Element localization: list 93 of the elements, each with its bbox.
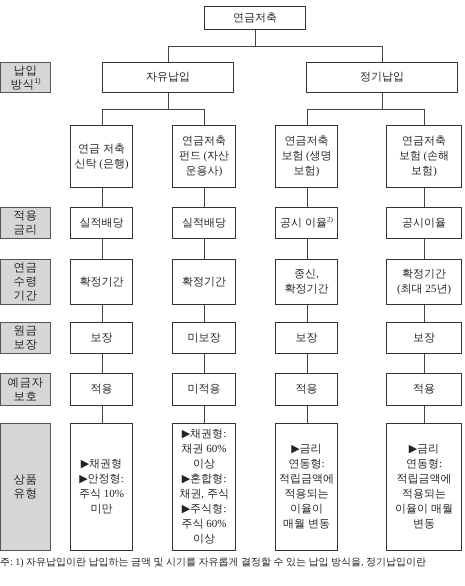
box-text: 미적용 (188, 382, 220, 397)
tree-box (172, 423, 236, 551)
tree-box (306, 62, 458, 93)
connector-line (255, 30, 383, 62)
connector-line (424, 188, 425, 208)
category-label: 납입 방식$^{1)}$ (9, 64, 42, 92)
tree-box (275, 259, 338, 305)
category-label: 연금 수령 기간 (12, 261, 38, 303)
connector-line (307, 238, 308, 260)
tree-box (70, 207, 133, 239)
box-text: 미보장 (188, 330, 220, 346)
box-text: 연금저축 (233, 10, 277, 26)
box-text: ▶금리 연동형: 적립금액에 적용되는 이율이 매월 변동 (394, 442, 454, 532)
box-text: ▶금리 연동형: 적립금액에 적용되는 이율이 매월 변동 (279, 442, 334, 532)
tree-box (275, 207, 338, 239)
box-text: 적용 (90, 382, 112, 397)
box-text: 공시 이율$^{2)}$ (280, 216, 333, 230)
box-text: 실적배당 (182, 216, 226, 230)
box-text: 연금저축 펀드 (자산 운용사) (178, 134, 230, 179)
box-text: 보장 (90, 330, 112, 346)
box-text: ▶혼합형: 채권, 주식 (178, 472, 230, 502)
box-text: 적용 (296, 382, 318, 397)
connector-line (204, 354, 205, 374)
connector-line (424, 238, 425, 260)
box-text: 실적배당 (80, 216, 124, 230)
box-text: 연금저축 보험 (생명 보험) (280, 134, 333, 179)
tree-box (386, 207, 462, 239)
category-header-box (0, 373, 51, 406)
tree-box (275, 322, 338, 354)
tree-box (275, 373, 338, 406)
tree-box (70, 259, 133, 305)
box-text: ▶채권형: 채권 60% 이상 (180, 427, 228, 472)
box-text: 공시이율 (402, 216, 446, 230)
category-label: 상품 유형 (12, 473, 38, 501)
tree-box (386, 423, 462, 551)
connector-line (424, 406, 425, 424)
connector-line (424, 304, 425, 322)
box-text: 적용 (413, 382, 435, 397)
category-header-box (0, 423, 51, 551)
box-text: 자유납입 (146, 70, 190, 85)
tree-box (70, 322, 133, 354)
connector-line (204, 304, 205, 322)
tree-box (386, 322, 462, 354)
connector-line (102, 304, 103, 322)
connector-line (102, 354, 103, 374)
tree-box (386, 373, 462, 406)
tree-box (386, 125, 462, 188)
connector-line (168, 92, 205, 126)
connector-line (307, 406, 308, 424)
connector-line (204, 238, 205, 260)
box-text: ▶주식형: 주식 60% 이상 (180, 502, 228, 547)
tree-box (275, 423, 338, 551)
connector-line (204, 406, 205, 424)
tree-box (70, 373, 133, 406)
connector-line (307, 354, 308, 374)
tree-box (172, 322, 236, 354)
tree-box (204, 6, 306, 30)
box-text: 확정기간 (80, 274, 124, 290)
category-header-box (0, 259, 51, 305)
box-text: 확정기간 (182, 274, 226, 290)
tree-box (172, 125, 236, 188)
box-text: 정기납입 (360, 70, 404, 85)
connector-line (382, 92, 425, 126)
tree-box (70, 423, 133, 551)
box-text: 확정기간 (최대 25년) (396, 267, 452, 297)
connector-line (204, 188, 205, 208)
tree-box (386, 259, 462, 305)
connector-line (307, 188, 308, 208)
connector-line (424, 354, 425, 374)
category-label: 원금 보장 (12, 324, 38, 352)
tree-box (172, 207, 236, 239)
connector-line (102, 188, 103, 208)
connector-line (307, 304, 308, 322)
tree-box (70, 125, 133, 188)
box-text: 종신, 확정기간 (284, 267, 330, 297)
box-text: ▶채권형 (80, 457, 122, 472)
connector-line (102, 406, 103, 424)
box-text: 연금저축 보험 (손해 보험) (398, 134, 450, 179)
connector-line (102, 238, 103, 260)
category-header-box (0, 207, 51, 239)
box-text: 보장 (296, 330, 318, 346)
tree-box (102, 62, 234, 93)
category-label: 예금자 보호 (8, 376, 44, 404)
category-header-box (0, 322, 51, 354)
box-text: ▶안정형: 주식 10% 미만 (78, 472, 125, 517)
category-label: 적용 금리 (12, 209, 38, 237)
tree-box (172, 259, 236, 305)
tree-box (172, 373, 236, 406)
footnote: 주: 1) 자유납입이란 납입하는 금액 및 시기를 자유롭게 결정할 수 있는 납입 방식을, 정기납입이란 (0, 556, 428, 569)
tree-box (275, 125, 338, 188)
box-text: 보장 (413, 330, 435, 346)
box-text: 연금 저축 신탁 (은행) (74, 142, 129, 172)
category-header-box (0, 62, 51, 93)
